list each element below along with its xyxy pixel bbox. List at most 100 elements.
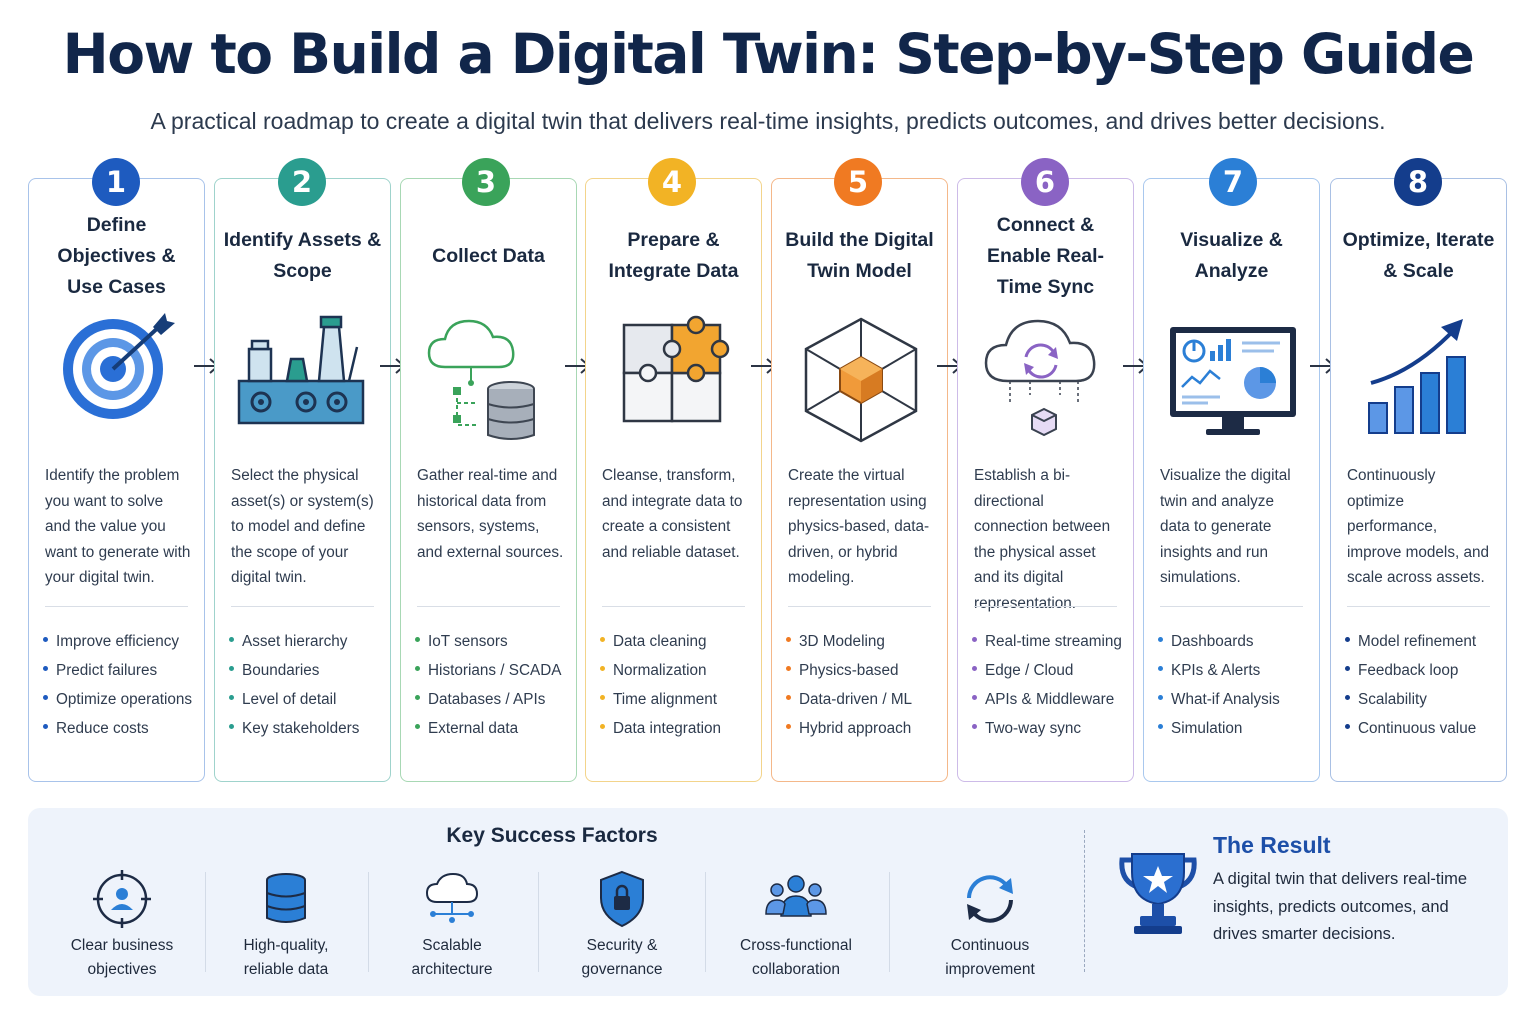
list-item: Physics-based — [786, 656, 943, 685]
list-item: Scalability — [1345, 685, 1502, 714]
divider — [205, 872, 206, 972]
step-title: Optimize, Iterate & Scale — [1342, 229, 1495, 282]
step-card-1: Define Objectives & Use Cases Identify t… — [28, 178, 205, 782]
cube-model-icon — [804, 317, 918, 443]
step-description: Cleanse, transform, and integrate data t… — [602, 467, 743, 561]
shield-lock-icon — [600, 870, 644, 928]
list-item: Time alignment — [600, 685, 757, 714]
list-item: Databases / APIs — [415, 685, 572, 714]
step-title: Identify Assets & Scope — [223, 229, 382, 282]
list-item: Feedback loop — [1345, 656, 1502, 685]
divider — [368, 872, 369, 972]
step-badge-5: 5 — [834, 158, 882, 206]
divider — [538, 872, 539, 972]
divider — [788, 606, 931, 607]
list-item: Real-time streaming — [972, 627, 1129, 656]
list-item: Continuous value — [1345, 714, 1502, 743]
page-subtitle: A practical roadmap to create a digital … — [150, 108, 1386, 134]
step-title: Visualize & Analyze — [1180, 229, 1283, 282]
step-title: Prepare & Integrate Data — [608, 229, 739, 282]
step-badge-2: 2 — [278, 158, 326, 206]
success-factors-panel: Key Success Factors Clear business objec… — [28, 808, 1508, 996]
puzzle-icon — [622, 315, 730, 423]
factor-item: Clear business objectives — [62, 868, 182, 982]
dashboard-monitor-icon — [1170, 327, 1296, 435]
cloud-database-icon — [427, 319, 535, 440]
step-card-6: Connect & Enable Real-Time Sync Establis… — [957, 178, 1134, 782]
step-title: Build the Digital Twin Model — [785, 229, 934, 282]
step-description: Continuously optimize performance, impro… — [1347, 467, 1489, 586]
growth-chart-icon — [1368, 319, 1466, 434]
step-description: Create the virtual representation using … — [788, 467, 930, 586]
cloud-network-icon — [425, 872, 479, 923]
target-person-icon — [93, 870, 151, 928]
step-badge-6: 6 — [1021, 158, 1069, 206]
step-card-2: Identify Assets & Scope Select the physi… — [214, 178, 391, 782]
step-badge-4: 4 — [648, 158, 696, 206]
step-card-3: Collect Data Gather real-time and histor… — [400, 178, 577, 782]
step-description: Identify the problem you want to solve a… — [45, 467, 191, 586]
factor-item: Continuous improvement — [928, 868, 1052, 982]
divider — [889, 872, 890, 972]
divider — [705, 872, 706, 972]
list-item: Dashboards — [1158, 627, 1315, 656]
step-description: Establish a bi-directional connection be… — [974, 467, 1111, 612]
step-badge-8: 8 — [1394, 158, 1442, 206]
list-item: Simulation — [1158, 714, 1315, 743]
step-list: IoT sensors Historians / SCADA Databases… — [415, 627, 572, 743]
step-list: Model refinement Feedback loop Scalabili… — [1345, 627, 1502, 743]
database-icon — [266, 873, 306, 923]
list-item: IoT sensors — [415, 627, 572, 656]
step-title: Collect Data — [432, 244, 545, 267]
divider — [1347, 606, 1490, 607]
list-item: Improve efficiency — [43, 627, 200, 656]
divider — [417, 606, 560, 607]
step-badge-1: 1 — [92, 158, 140, 206]
step-description: Select the physical asset(s) or system(s… — [231, 467, 374, 586]
step-title: Define Objectives & Use Cases — [57, 213, 176, 298]
list-item: Optimize operations — [43, 685, 200, 714]
result-title: The Result — [1213, 832, 1331, 858]
target-icon — [63, 313, 175, 419]
trophy-icon — [1119, 853, 1197, 934]
factor-item: High-quality, reliable data — [226, 868, 346, 982]
list-item: Predict failures — [43, 656, 200, 685]
list-item: Boundaries — [229, 656, 386, 685]
list-item: Model refinement — [1345, 627, 1502, 656]
cloud-sync-icon — [984, 319, 1096, 437]
list-item: Data-driven / ML — [786, 685, 943, 714]
factory-icon — [237, 315, 365, 425]
step-list: Real-time streaming Edge / Cloud APIs & … — [972, 627, 1129, 743]
divider — [1160, 606, 1303, 607]
list-item: Hybrid approach — [786, 714, 943, 743]
list-item: 3D Modeling — [786, 627, 943, 656]
factor-item: Security & governance — [562, 868, 682, 982]
step-title: Connect & Enable Real-Time Sync — [986, 213, 1105, 298]
list-item: Historians / SCADA — [415, 656, 572, 685]
step-list: Improve efficiency Predict failures Opti… — [43, 627, 200, 743]
divider — [1084, 830, 1085, 972]
list-item: APIs & Middleware — [972, 685, 1129, 714]
divider — [231, 606, 374, 607]
factor-item: Scalable architecture — [392, 868, 512, 982]
divider — [45, 606, 188, 607]
list-item: KPIs & Alerts — [1158, 656, 1315, 685]
success-factors-title: Key Success Factors — [446, 824, 658, 847]
steps-row: Define Objectives & Use Cases Identify t… — [28, 158, 1508, 784]
list-item: Normalization — [600, 656, 757, 685]
step-card-4: Prepare & Integrate Data Cleanse, transf… — [585, 178, 762, 782]
step-card-5: Build the Digital Twin Model Create the … — [771, 178, 948, 782]
step-badge-7: 7 — [1209, 158, 1257, 206]
page-title: How to Build a Digital Twin: Step-by-Ste… — [62, 22, 1475, 86]
result-text: A digital twin that delivers real-time i… — [1213, 870, 1468, 943]
divider — [602, 606, 745, 607]
step-list: 3D Modeling Physics-based Data-driven / … — [786, 627, 943, 743]
step-badge-3: 3 — [462, 158, 510, 206]
step-description: Gather real-time and historical data fro… — [417, 467, 564, 561]
cycle-arrows-icon — [967, 875, 1013, 923]
list-item: What-if Analysis — [1158, 685, 1315, 714]
step-card-8: Optimize, Iterate & Scale Continuously o… — [1330, 178, 1507, 782]
divider — [974, 606, 1117, 607]
list-item: Data cleaning — [600, 627, 757, 656]
list-item: Reduce costs — [43, 714, 200, 743]
